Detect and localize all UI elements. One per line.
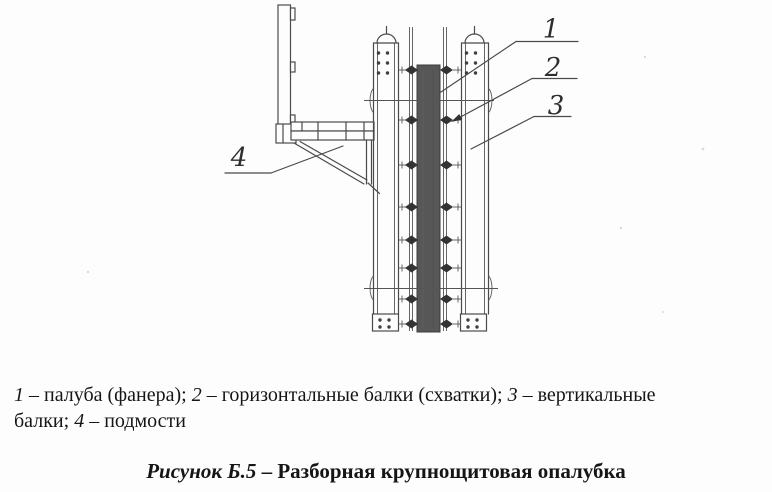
- figure-title-text: Разборная крупнощитовая опалубка: [277, 459, 626, 483]
- lifting-loop: [376, 33, 397, 44]
- bracket-diagonal-strut: [293, 142, 365, 185]
- callout-number-2: 2: [544, 53, 562, 83]
- guardrail-hook: [289, 61, 296, 73]
- legend-text-4: – подмости: [84, 410, 186, 432]
- callout-3: 3: [470, 91, 572, 150]
- lifting-loop: [464, 33, 485, 44]
- callout-4: 4: [224, 143, 344, 174]
- beam-end-arc: [487, 275, 493, 301]
- concrete-wall-strip: [416, 64, 441, 333]
- legend-text-1: – палуба (фанера);: [24, 384, 192, 406]
- beam-end-arc: [369, 87, 375, 114]
- plywood-deck-lines: [409, 27, 447, 331]
- legend-num-4: 4: [74, 410, 85, 432]
- horizontal-beams: [364, 87, 498, 301]
- right-vertical-beam: [459, 25, 490, 332]
- base-plate: [371, 313, 400, 332]
- legend-num-1: 1: [14, 384, 24, 406]
- figure-legend: 1 – палуба (фанера); 2 – горизонтальные …: [14, 382, 764, 434]
- legend-num-2: 2: [191, 384, 202, 406]
- legend-text-3-cont: балки;: [14, 410, 75, 432]
- callout-number-1: 1: [543, 15, 560, 45]
- callout-number-3: 3: [548, 91, 565, 121]
- arrowhead: [451, 114, 463, 122]
- figure-title-dash: –: [256, 459, 278, 483]
- scan-noise: [86, 55, 705, 314]
- legend-text-2: – горизонтальные балки (схватки);: [201, 384, 508, 406]
- base-plate: [459, 313, 488, 332]
- scaffold-platform: [275, 4, 381, 195]
- legend-num-3: 3: [507, 384, 518, 406]
- platform-plank: [290, 130, 375, 141]
- callout-number-4: 4: [230, 143, 248, 173]
- formwork-technical-drawing: 1 2 3 4: [86, 4, 705, 333]
- figure-title-label: Рисунок Б.5: [146, 459, 257, 483]
- callout-1: 1: [440, 15, 579, 93]
- legend-line-2: балки; 4 – подмости: [14, 408, 764, 434]
- left-vertical-beam: [371, 25, 400, 332]
- legend-line-1: 1 – палуба (фанера); 2 – горизонтальные …: [14, 382, 764, 408]
- callout-2: 2: [451, 53, 578, 122]
- platform-plank: [290, 121, 375, 132]
- figure-title: Рисунок Б.5 – Разборная крупнощитовая оп…: [0, 459, 772, 484]
- guardrail-hook: [289, 7, 296, 21]
- beam-end-arc: [369, 275, 375, 301]
- legend-text-3: – вертикальные: [517, 384, 656, 406]
